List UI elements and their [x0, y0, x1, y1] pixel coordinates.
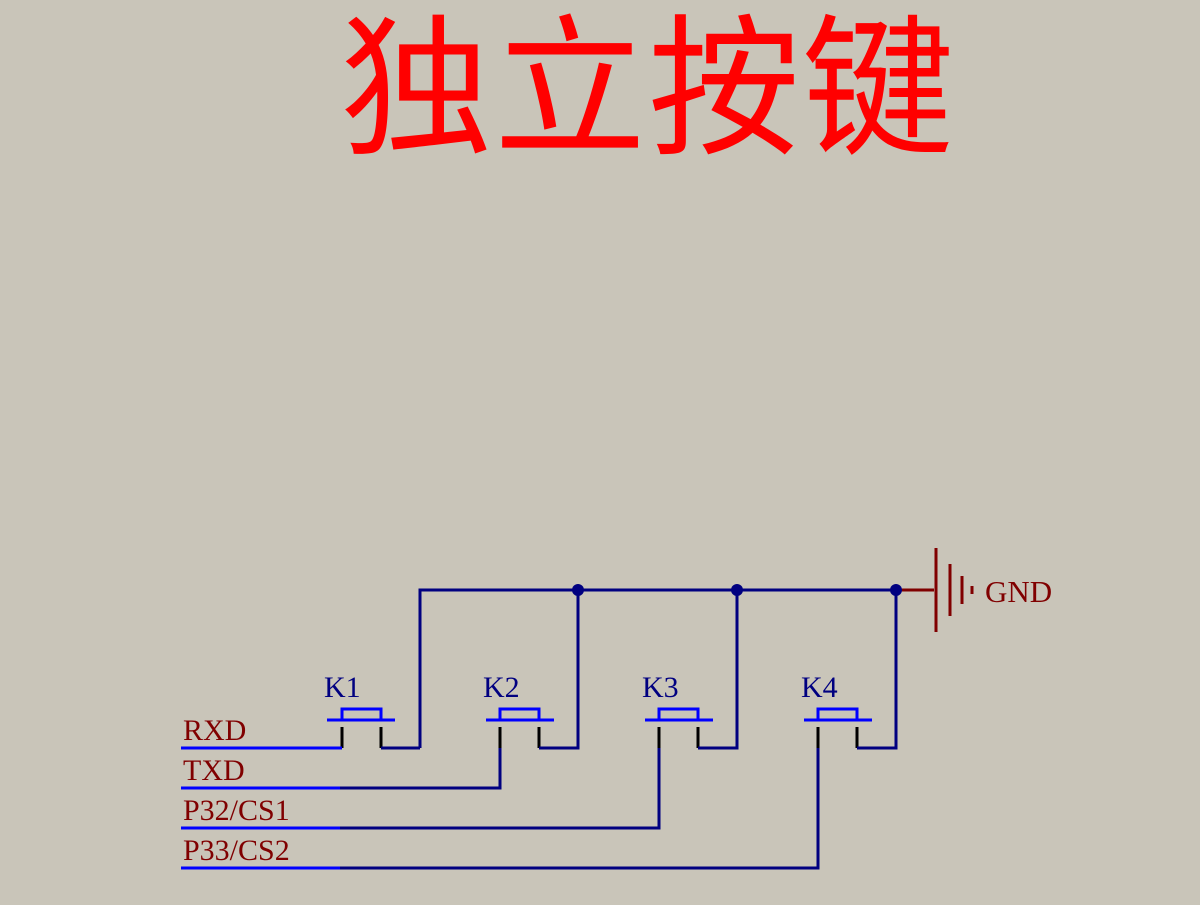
- page-title: 独立按键: [340, 1, 956, 178]
- ground-bus-wire: [418, 588, 896, 748]
- junction-dot-k2: [572, 584, 584, 596]
- ground-bus: [418, 588, 934, 748]
- switch-k4-label: K4: [801, 671, 838, 704]
- switch-k1[interactable]: K1: [324, 671, 420, 750]
- net-txd-wire: [340, 748, 502, 790]
- net-p32-cs1: P32/CS1: [181, 748, 661, 830]
- ground-symbol-icon: [934, 548, 974, 632]
- switch-k4-actuator: [816, 707, 859, 720]
- net-p32-cs1-label: P32/CS1: [183, 794, 290, 827]
- net-p33-cs2-wire: [340, 748, 820, 870]
- switch-k2-actuator: [498, 707, 541, 720]
- switch-k2[interactable]: K2: [483, 584, 584, 750]
- switch-k4[interactable]: K4: [801, 584, 902, 750]
- switch-k3-label: K3: [642, 671, 679, 704]
- net-rxd: RXD: [181, 714, 342, 750]
- net-p33-cs2: P33/CS2: [181, 748, 820, 870]
- ground-label: GND: [985, 574, 1052, 609]
- net-rxd-label: RXD: [183, 714, 246, 747]
- switch-k2-label: K2: [483, 671, 520, 704]
- switch-k3-ground-wire: [698, 590, 739, 750]
- switch-k3[interactable]: K3: [642, 584, 743, 750]
- switch-k1-actuator: [340, 707, 383, 720]
- net-p33-cs2-label: P33/CS2: [183, 834, 290, 867]
- net-txd-label: TXD: [183, 754, 245, 787]
- switch-k2-ground-wire: [539, 590, 580, 750]
- junction-dot-k3: [731, 584, 743, 596]
- switch-k4-ground-wire: [857, 590, 898, 750]
- junction-dot-k4: [890, 584, 902, 596]
- switch-k3-actuator: [657, 707, 700, 720]
- net-p32-cs1-wire: [340, 748, 661, 830]
- net-txd: TXD: [181, 748, 502, 790]
- switch-k1-label: K1: [324, 671, 361, 704]
